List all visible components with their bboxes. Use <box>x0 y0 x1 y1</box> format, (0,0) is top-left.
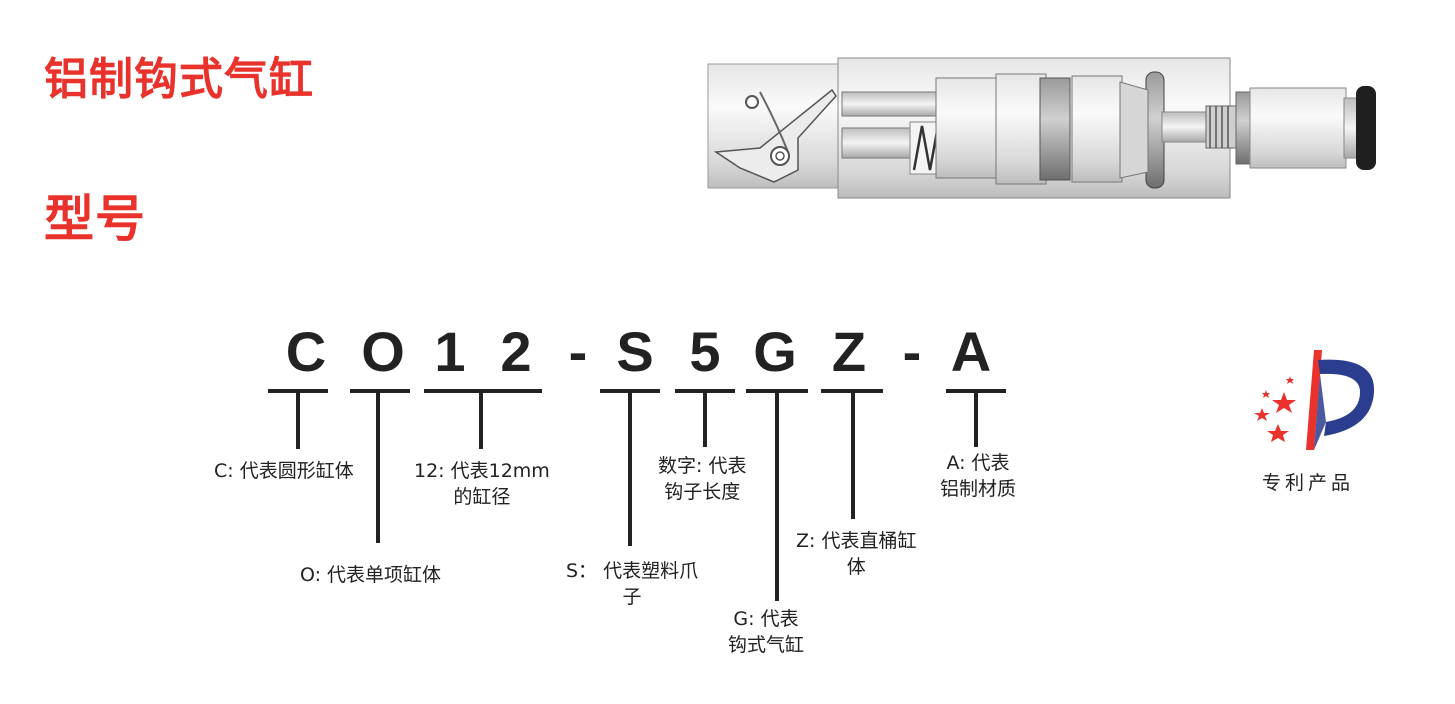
leader-size <box>479 393 483 449</box>
code-char-a: A <box>950 320 992 383</box>
underline-digit <box>675 389 735 393</box>
desc-size: 12: 代表12mm 的缸径 <box>414 460 550 508</box>
leader-z <box>851 393 855 519</box>
page-title: 铝制钩式气缸 <box>44 54 314 105</box>
leader-digit <box>703 393 707 447</box>
leader-a <box>974 393 978 447</box>
desc-o: O: 代表单项缸体 <box>300 564 442 586</box>
code-char-g: G <box>753 320 797 383</box>
underline-z <box>821 389 883 393</box>
desc-digit: 数字: 代表 钩子长度 <box>658 455 747 503</box>
underline-s <box>600 389 660 393</box>
cylinder-illustration <box>707 57 1376 199</box>
desc-a: A: 代表 铝制材质 <box>940 452 1017 500</box>
code-char-z: Z <box>831 320 867 383</box>
desc-s: S： 代表塑料爪 子 <box>566 560 699 608</box>
underline-a <box>946 389 1006 393</box>
desc-c: C: 代表圆形缸体 <box>214 460 354 482</box>
code-char-1: 1 <box>434 320 466 383</box>
code-char-o: O <box>361 320 405 383</box>
patent-logo-icon <box>1254 350 1375 450</box>
code-char-dash-2: - <box>902 320 922 383</box>
code-char-2: 2 <box>500 320 532 383</box>
underline-g <box>746 389 808 393</box>
code-char-s: S <box>616 320 654 383</box>
patent-label: 专利产品 <box>1262 472 1355 494</box>
desc-z: Z: 代表直桶缸 体 <box>796 530 917 578</box>
underline-size <box>424 389 542 393</box>
underline-c <box>268 389 328 393</box>
leader-s <box>628 393 632 546</box>
leader-c <box>296 393 300 449</box>
desc-g: G: 代表 钩式气缸 <box>728 608 805 656</box>
leader-o <box>376 393 380 543</box>
leader-g <box>775 393 779 601</box>
code-char-dash-1: - <box>568 320 588 383</box>
underline-o <box>350 389 410 393</box>
section-title-model: 型号 <box>44 190 146 248</box>
code-char-c: C <box>285 320 327 383</box>
code-char-5: 5 <box>689 320 721 383</box>
